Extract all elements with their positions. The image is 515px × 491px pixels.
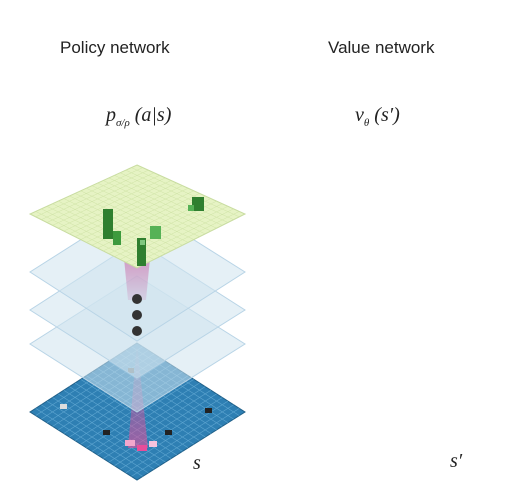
policy-input-state-label: s	[193, 452, 201, 474]
policy-probability-bars	[103, 197, 204, 266]
grid-line	[125, 169, 234, 220]
grid-line	[69, 195, 177, 249]
grid-line	[91, 382, 200, 452]
value-input-state-label: s′	[450, 450, 463, 472]
policy-output-args: (a|s)	[134, 104, 172, 126]
grid-line	[120, 172, 229, 223]
policy-output-layer	[28, 164, 247, 269]
value-network-title: Value network	[328, 38, 435, 57]
grid-line	[41, 208, 149, 263]
grid-line	[41, 169, 149, 220]
grid-line	[80, 190, 189, 243]
grid-line	[103, 180, 212, 232]
grid-line	[91, 185, 200, 237]
grid-line	[63, 180, 172, 232]
value-output-symbol: v	[355, 104, 364, 126]
grid-line	[69, 386, 177, 456]
grid-line	[35, 167, 143, 218]
grid-line	[131, 167, 240, 218]
grid-line	[108, 177, 217, 229]
policy-output-subscript: σ/ρ	[116, 117, 130, 129]
policy-output-symbol: p	[106, 104, 116, 126]
grid-line	[35, 408, 143, 477]
grid-line	[108, 393, 217, 463]
value-output-args: (s′)	[374, 104, 400, 126]
grid-line	[74, 193, 183, 246]
grid-line	[74, 382, 183, 452]
value-output-formula: vθ (s′)	[355, 104, 400, 129]
policy-ellipsis-dots	[132, 294, 142, 336]
grid-line	[74, 185, 183, 237]
policy-network	[28, 164, 247, 481]
grid-line	[114, 175, 223, 226]
policy-network-title: Policy network	[60, 38, 170, 57]
policy-output-formula: pσ/ρ (a|s)	[106, 104, 171, 129]
value-output-subscript: θ	[363, 117, 370, 129]
grid-line	[103, 389, 212, 459]
grid-line	[46, 172, 155, 223]
grid-line	[58, 177, 166, 229]
grid-line	[46, 400, 155, 470]
grid-line	[114, 203, 223, 257]
grid-line	[131, 211, 240, 266]
grid-line	[131, 408, 240, 477]
grid-line	[86, 187, 194, 240]
grid-line	[69, 182, 177, 235]
grid-line	[46, 206, 155, 260]
grid-line	[41, 404, 149, 474]
grid-line	[52, 175, 160, 226]
grid-line	[97, 182, 206, 235]
grid-line	[57, 393, 166, 463]
grid-line	[97, 386, 206, 456]
grid-line	[80, 187, 189, 240]
grid-line	[63, 389, 172, 459]
grid-line	[35, 211, 143, 266]
grid-line	[63, 198, 172, 252]
policy-connection-cone	[124, 258, 150, 300]
grid-line	[125, 404, 234, 474]
